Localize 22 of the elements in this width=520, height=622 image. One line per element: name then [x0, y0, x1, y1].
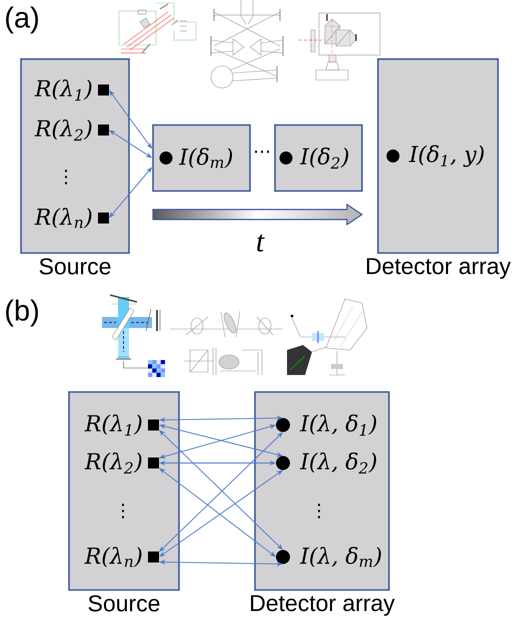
math-label: R(λ$_{1}$) — [84, 414, 142, 436]
math-label: R(λ$_{1}$) — [34, 79, 92, 101]
math-label: R(λ$_{2}$) — [34, 119, 92, 141]
vertical-ellipsis: ⋮ — [318, 504, 320, 518]
node-label: Source — [88, 595, 160, 612]
math-label: I(λ, δ$_{m}$) — [300, 546, 381, 568]
math-label: R(λ$_{n}$) — [34, 208, 92, 228]
math-label: I(λ, δ$_{1}$) — [300, 414, 376, 436]
signal-box: I(δ$_{2}$) — [274, 124, 363, 192]
signal-box: I(δ$_{m}$) — [152, 124, 251, 192]
variable-label: t — [257, 234, 265, 252]
math-label: I(λ, δ$_{2}$) — [300, 452, 376, 474]
node-label: Source — [40, 258, 110, 274]
panel-label: (a) — [6, 6, 38, 34]
node-label: Detector array — [251, 595, 395, 616]
vertical-ellipsis: ⋮ — [65, 170, 67, 184]
panel-label: (b) — [6, 300, 38, 327]
panel-box: I(δ$_{1}$, y) Detector array — [367, 58, 511, 279]
ellipsis: ⋯ — [255, 150, 269, 153]
math-label: R(λ$_{2}$) — [84, 452, 142, 474]
vertical-ellipsis: ⋮ — [122, 504, 124, 518]
math-label: R(λ$_{n}$) — [84, 546, 142, 568]
